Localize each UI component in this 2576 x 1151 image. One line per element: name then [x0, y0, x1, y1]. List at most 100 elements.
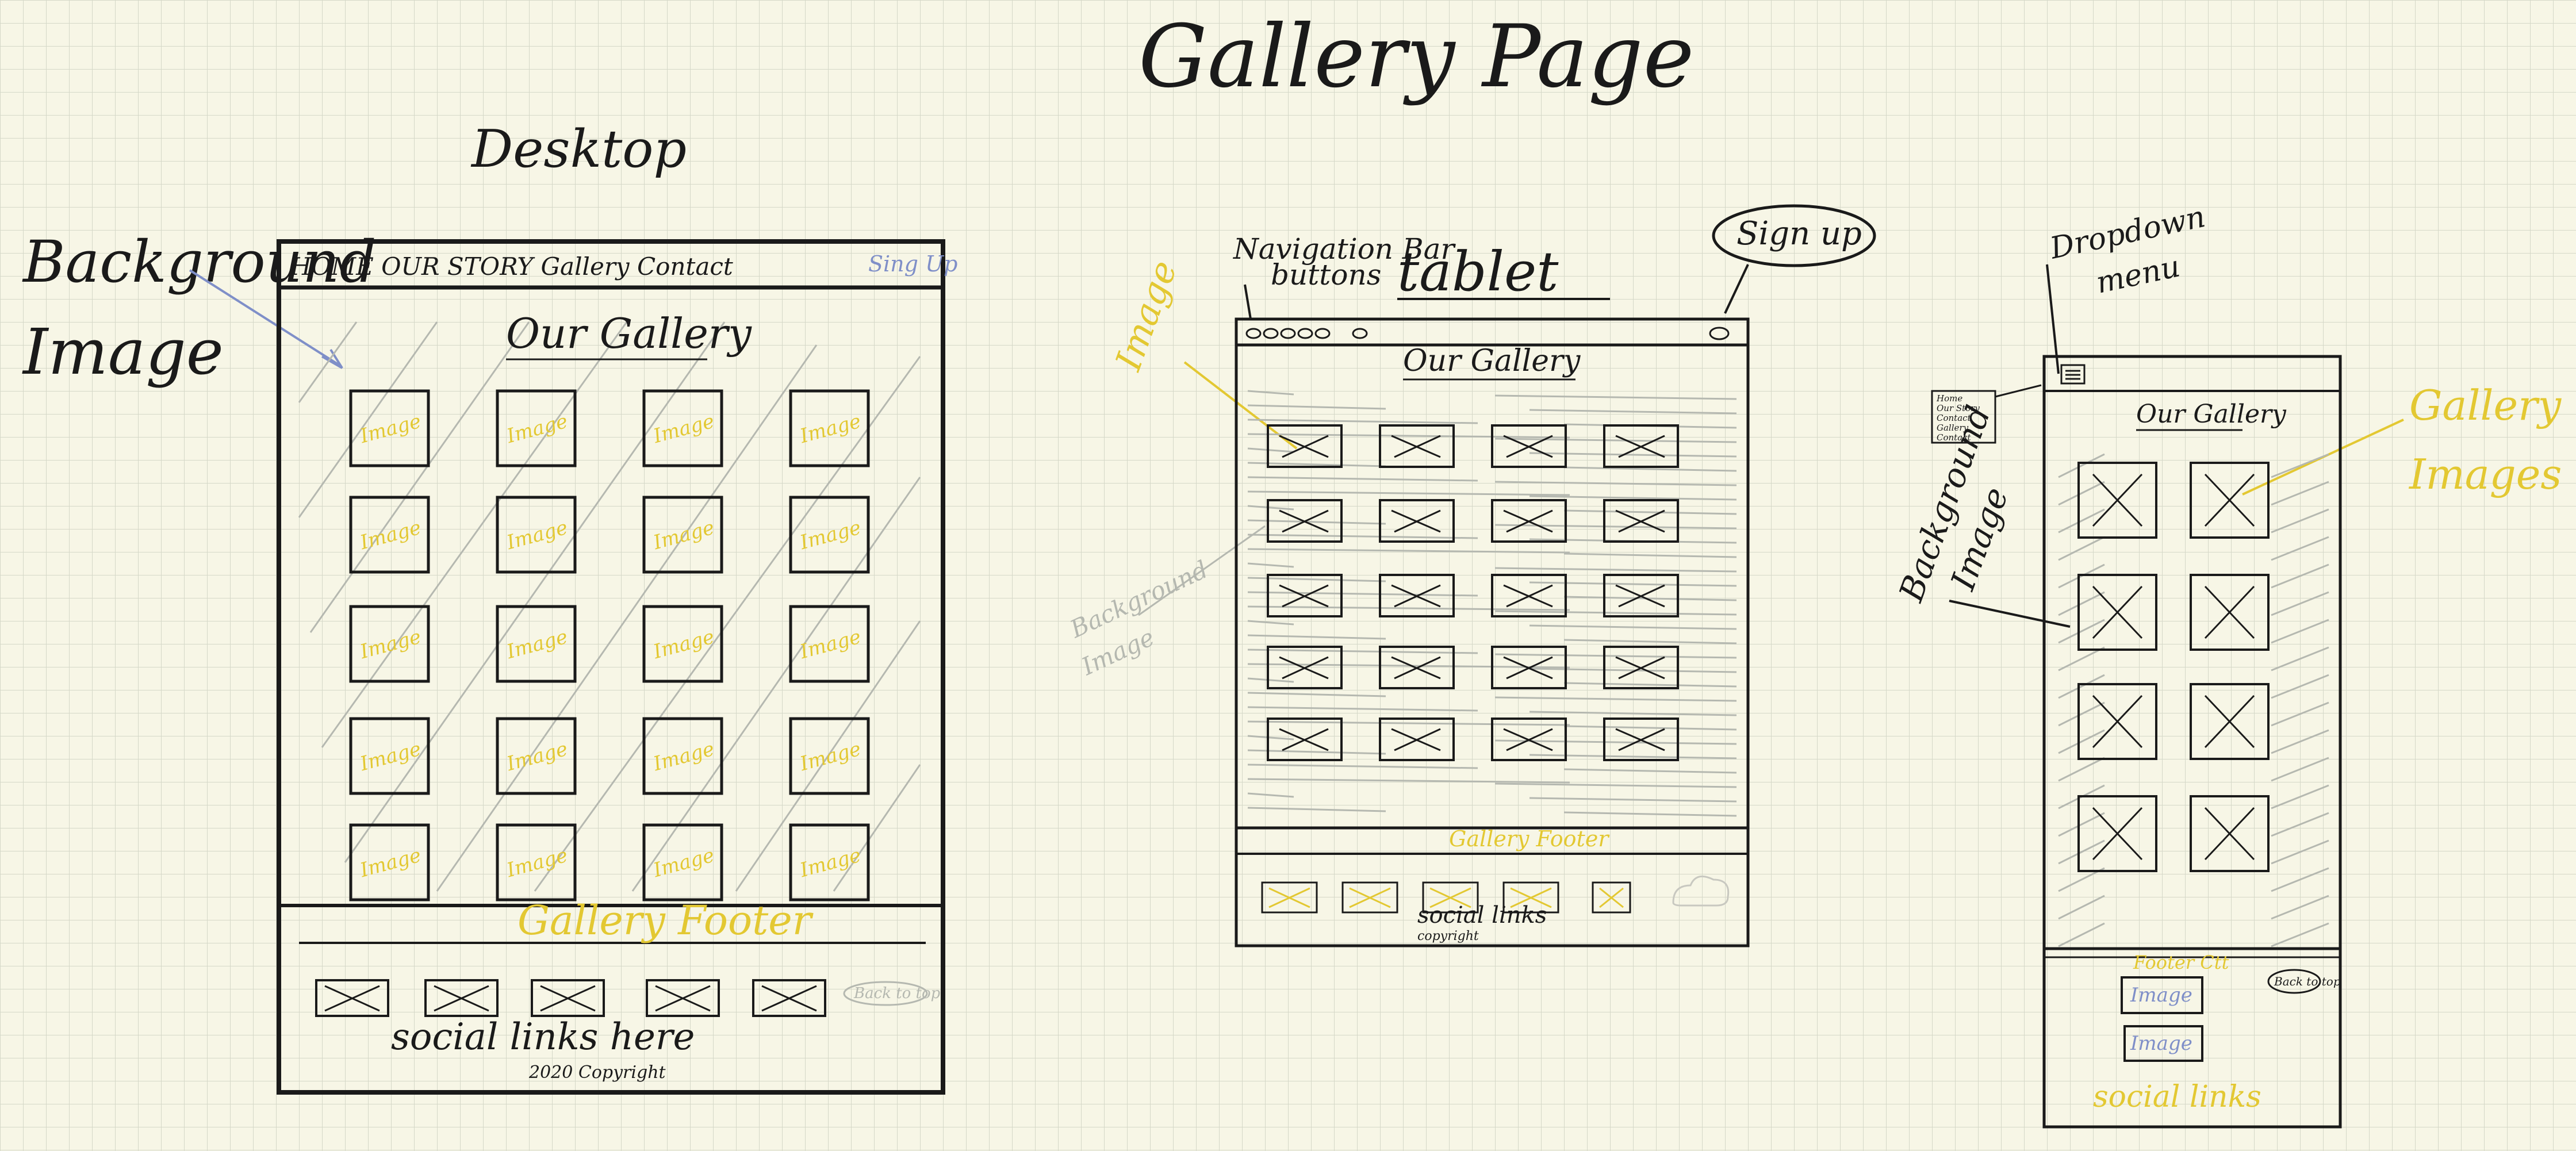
tablet-social-icon[interactable]	[1341, 881, 1398, 914]
desktop-social-icons[interactable]	[315, 979, 826, 1017]
tablet-gallery-title: Our Gallery	[1403, 344, 1581, 378]
desktop-image-tile-label: Image	[797, 516, 863, 555]
desktop-image-tile: Image	[349, 389, 430, 467]
tablet-annotation-image: Image	[1107, 255, 1185, 377]
mobile-footer-image-1-label: Image	[2130, 984, 2192, 1007]
tablet-signup-text[interactable]: Sign up	[1736, 215, 1862, 252]
desktop-label: Desktop	[470, 119, 687, 179]
desktop-image-tile: Image	[496, 389, 577, 467]
mobile-hamburger-icon[interactable]	[2060, 364, 2086, 385]
tablet-label: tablet	[1397, 240, 1559, 304]
mobile-image-tile	[2190, 574, 2270, 651]
tablet-cloud-icon	[1672, 875, 1730, 907]
tablet-social-icons[interactable]	[1261, 881, 1631, 914]
mobile-footer-title: Footer Ctt	[2133, 952, 2229, 973]
desktop-signup-link[interactable]: Sing Up	[868, 251, 957, 277]
desktop-image-tile-label: Image	[357, 410, 423, 448]
mobile-image-tile	[2190, 683, 2270, 760]
tablet-image-tile	[1267, 574, 1343, 617]
tablet-image-tile	[1491, 424, 1567, 468]
mobile-back-to-top-outline[interactable]	[2267, 969, 2321, 994]
desktop-image-tile-label: Image	[504, 626, 570, 664]
tablet-image-tile	[1267, 499, 1343, 543]
tablet-social-icon[interactable]	[1502, 881, 1559, 914]
desktop-image-tile-label: Image	[797, 844, 863, 883]
desktop-image-tile: Image	[349, 717, 430, 795]
mobile-annotation-gallery-2: Images	[2408, 450, 2562, 498]
desktop-image-tile-label: Image	[504, 844, 570, 883]
tablet-image-tile	[1603, 499, 1679, 543]
tablet-image-tile	[1491, 718, 1567, 761]
mobile-image-tile	[2077, 795, 2157, 872]
desktop-image-tile-label: Image	[797, 410, 863, 448]
desktop-image-tile-label: Image	[797, 738, 863, 776]
mobile-back-to-top[interactable]: Back to top	[2274, 974, 2341, 988]
desktop-social-icon[interactable]	[752, 979, 826, 1017]
desktop-nav-links[interactable]: HOME OUR STORY Gallery Contact	[290, 252, 733, 281]
desktop-image-tile-label: Image	[650, 626, 716, 664]
tablet-nav-annotation-2: buttons	[1271, 258, 1381, 291]
desktop-image-tile-label: Image	[357, 844, 423, 883]
tablet-image-tile	[1603, 646, 1679, 689]
desktop-back-to-top-outline[interactable]	[843, 981, 928, 1006]
desktop-footer-title: Gallery Footer	[518, 897, 814, 944]
tablet-signup-bubble[interactable]	[1712, 204, 1876, 267]
desktop-image-tile-label: Image	[650, 516, 716, 555]
mobile-gallery-title: Our Gallery	[2136, 400, 2287, 429]
desktop-image-tile-label: Image	[357, 626, 423, 664]
desktop-image-tile-label: Image	[357, 738, 423, 776]
tablet-social-icon[interactable]	[1422, 881, 1479, 914]
desktop-image-tile-label: Image	[357, 516, 423, 555]
desktop-social-icon[interactable]	[315, 979, 389, 1017]
tablet-image-tile	[1603, 574, 1679, 617]
tablet-image-tile	[1603, 424, 1679, 468]
desktop-image-tile: Image	[349, 496, 430, 574]
tablet-copyright: copyright	[1417, 929, 1479, 943]
tablet-social-icon[interactable]	[1592, 881, 1631, 914]
desktop-social-icon[interactable]	[646, 979, 720, 1017]
desktop-image-tile-label: Image	[504, 738, 570, 776]
desktop-image-tile: Image	[642, 389, 723, 467]
mobile-footer-image-2	[2123, 1025, 2203, 1062]
desktop-image-tile: Image	[496, 496, 577, 574]
desktop-background-hatching	[298, 321, 921, 892]
mobile-dropdown-item[interactable]: Our Story	[1937, 403, 1980, 413]
tablet-image-tile	[1379, 718, 1455, 761]
desktop-image-tile: Image	[642, 605, 723, 683]
desktop-image-tile-label: Image	[650, 738, 716, 776]
tablet-social-icon[interactable]	[1261, 881, 1318, 914]
tablet-image-tile	[1379, 646, 1455, 689]
mobile-dropdown-item[interactable]: Gallery	[1937, 423, 1969, 433]
mobile-frame	[2042, 355, 2342, 1129]
desktop-social-icon[interactable]	[531, 979, 605, 1017]
desktop-image-tile: Image	[496, 605, 577, 683]
mobile-image-tile	[2077, 574, 2157, 651]
tablet-nav-buttons[interactable]	[1245, 327, 1730, 340]
mobile-social-text: social links	[2093, 1080, 2261, 1114]
tablet-image-tile	[1491, 646, 1567, 689]
desktop-image-tile: Image	[789, 389, 870, 467]
mobile-footer-image-1	[2121, 976, 2203, 1014]
desktop-back-to-top[interactable]: Back to top	[853, 985, 941, 1002]
desktop-image-tile: Image	[642, 496, 723, 574]
tablet-image-tile	[1379, 424, 1455, 468]
tablet-image-tile	[1491, 499, 1567, 543]
mobile-dropdown-item[interactable]: Contact	[1937, 432, 1972, 443]
tablet-image-tile	[1491, 574, 1567, 617]
tablet-nav-arrow	[1244, 284, 1252, 320]
desktop-image-tile-label: Image	[504, 410, 570, 448]
desktop-image-tile-label: Image	[650, 410, 716, 448]
mobile-dropdown-item[interactable]: Contact	[1937, 413, 1972, 423]
tablet-image-tile	[1603, 718, 1679, 761]
mobile-dropdown-item[interactable]: Home	[1936, 393, 1962, 404]
page-title: Gallery Page	[1138, 7, 1695, 107]
desktop-annotation-image: Image	[22, 315, 224, 389]
tablet-nav-annotation-1: Navigation Bar	[1233, 232, 1456, 266]
desktop-copyright: 2020 Copyright	[528, 1062, 666, 1083]
desktop-image-tile: Image	[349, 605, 430, 683]
desktop-social-icon[interactable]	[424, 979, 499, 1017]
mobile-dropdown-menu[interactable]	[1931, 384, 2042, 444]
tablet-image-tile	[1379, 499, 1455, 543]
